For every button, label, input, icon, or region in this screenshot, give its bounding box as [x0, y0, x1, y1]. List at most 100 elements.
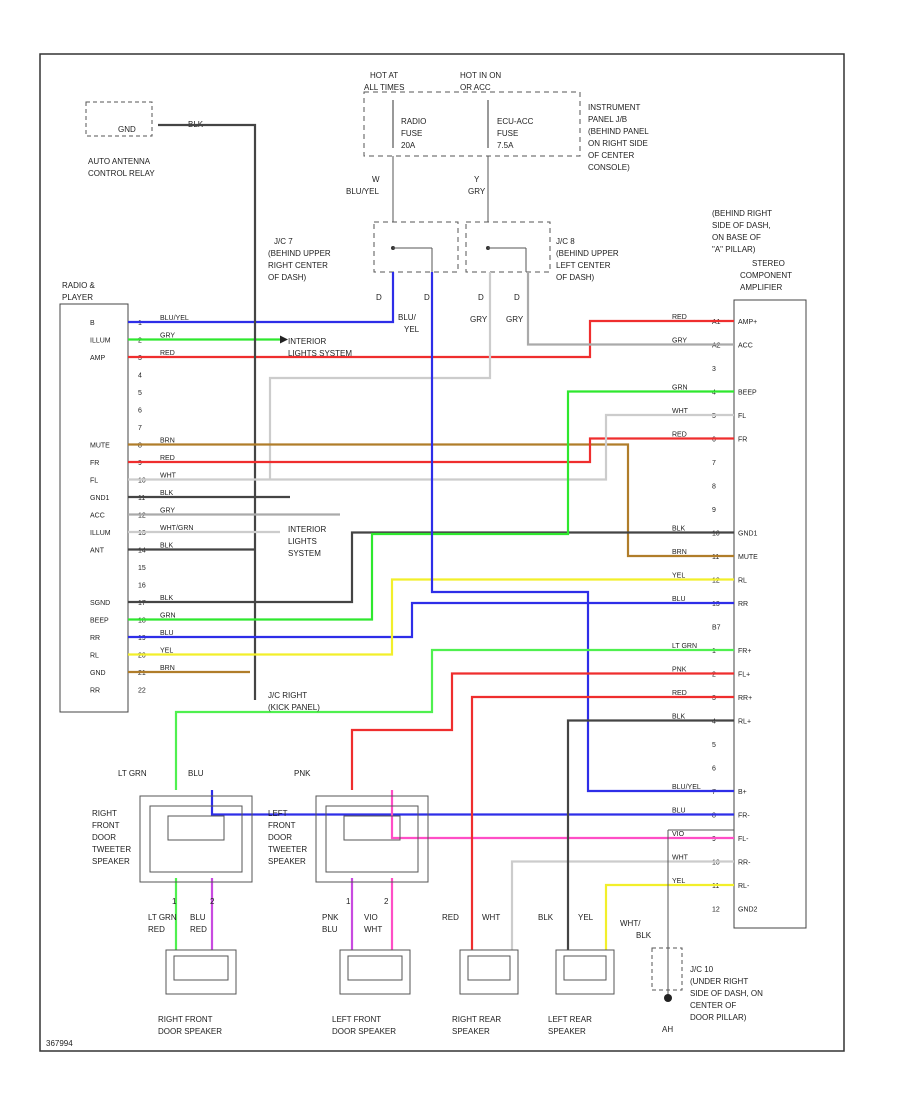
- svg-text:CONTROL RELAY: CONTROL RELAY: [88, 169, 155, 178]
- svg-text:BLU/YEL: BLU/YEL: [346, 187, 379, 196]
- speaker-name: DOOR SPEAKER: [332, 1027, 396, 1036]
- radio-wire-color-label: GRY: [160, 333, 175, 340]
- speaker-pin: 2: [384, 897, 389, 906]
- amp-wire-color-label: VIO: [672, 831, 685, 838]
- amp-pin-number: 12: [712, 578, 720, 585]
- svg-text:FUSE: FUSE: [401, 129, 422, 138]
- tweeter-wire-label: PNK: [294, 769, 311, 778]
- amp-pin-number: 4: [712, 390, 716, 397]
- radio-pin-label: AMP: [90, 355, 106, 362]
- amp-pin-label: FL-: [738, 836, 749, 843]
- radio-pin-label: RL: [90, 653, 99, 660]
- radio-wire-color-label: GRY: [160, 508, 175, 515]
- diagram-code: 367994: [46, 1039, 73, 1048]
- amp-pin-number: 9: [712, 836, 716, 843]
- radio-pin-number: 19: [138, 635, 146, 642]
- svg-text:Y: Y: [474, 175, 480, 184]
- radio-pin-number: 18: [138, 618, 146, 625]
- amp-wire-color-label: LT GRN: [672, 643, 697, 650]
- wire-rl-minus: [604, 883, 734, 950]
- svg-text:PLAYER: PLAYER: [62, 293, 93, 302]
- amp-wire-color-label: BLU: [672, 596, 686, 603]
- wire-mute: [128, 443, 734, 558]
- amp-pin-number: 2: [712, 672, 716, 679]
- svg-text:LIGHTS SYSTEM: LIGHTS SYSTEM: [288, 349, 352, 358]
- speaker-name: LEFT FRONT: [332, 1015, 381, 1024]
- speaker-name: SPEAKER: [548, 1027, 586, 1036]
- tweeter-wire-label: LT GRN: [118, 769, 147, 778]
- svg-text:(UNDER RIGHT: (UNDER RIGHT: [690, 977, 748, 986]
- amp-pin-label: AMP+: [738, 319, 757, 326]
- amp-pin-number: 1: [712, 648, 716, 655]
- svg-text:(BEHIND UPPER: (BEHIND UPPER: [556, 249, 619, 258]
- wire-radio-b: [128, 272, 395, 324]
- all-times-label: ALL TIMES: [364, 83, 404, 92]
- svg-text:YEL: YEL: [404, 325, 420, 334]
- radio-wire-color-label: GRN: [160, 613, 176, 620]
- speaker-wire-label: YEL: [578, 913, 594, 922]
- amp-pin-label: RL: [738, 578, 747, 585]
- amp-pin-number: 12: [712, 907, 720, 914]
- amp-wire-color-label: BLK: [672, 714, 686, 721]
- wire-fl-plus: [350, 672, 734, 790]
- junction-connectors: J/C 7 (BEHIND UPPER RIGHT CENTER OF DASH…: [268, 221, 619, 334]
- svg-text:OF DASH): OF DASH): [556, 273, 595, 282]
- speaker-name: DOOR SPEAKER: [158, 1027, 222, 1036]
- svg-text:SIDE OF DASH, ON: SIDE OF DASH, ON: [690, 989, 763, 998]
- radio-pin-label: FR: [90, 460, 99, 467]
- amp-wire-color-label: BLU: [672, 808, 686, 815]
- tweeter-name: FRONT: [268, 821, 296, 830]
- radio-wire-color-label: BLK: [160, 595, 174, 602]
- svg-text:(KICK PANEL): (KICK PANEL): [268, 703, 320, 712]
- amp-pin-label: MUTE: [738, 554, 758, 561]
- radio-wire-color-label: BRN: [160, 665, 175, 672]
- amp-wire-color-label: RED: [672, 432, 687, 439]
- hot-in-on-2-label: OR ACC: [460, 83, 491, 92]
- svg-text:GND: GND: [118, 125, 136, 134]
- tweeter-name: TWEETER: [92, 845, 131, 854]
- svg-text:AMPLIFIER: AMPLIFIER: [740, 283, 782, 292]
- radio-pin-number: 22: [138, 688, 146, 695]
- svg-text:D: D: [478, 293, 484, 302]
- speaker-wire-label: BLU: [322, 925, 338, 934]
- amp-title: STEREO: [752, 259, 785, 268]
- svg-text:BLK: BLK: [636, 931, 652, 940]
- amp-pin-number: 13: [712, 601, 720, 608]
- wire-fl: [128, 413, 734, 481]
- amp-pin-number: 3: [712, 366, 716, 373]
- svg-text:FUSE: FUSE: [497, 129, 518, 138]
- svg-text:J/C 8: J/C 8: [556, 237, 575, 246]
- radio-pin-label: MUTE: [90, 443, 110, 450]
- tweeter-name: RIGHT: [92, 809, 117, 818]
- svg-text:WHT/: WHT/: [620, 919, 641, 928]
- svg-text:ON BASE OF: ON BASE OF: [712, 233, 761, 242]
- wires: BLU/YELGRYREDBRNREDWHTBLKGRYWHT/GRNBLKBL…: [128, 123, 734, 950]
- wire-fr-plus: [174, 648, 734, 790]
- svg-text:(BEHIND RIGHT: (BEHIND RIGHT: [712, 209, 772, 218]
- radio-wire-color-label: BRN: [160, 438, 175, 445]
- radio-pin-label: B: [90, 320, 95, 327]
- svg-text:CONSOLE): CONSOLE): [588, 163, 630, 172]
- wire-rr-plus: [470, 695, 734, 950]
- interior-lights-labels: INTERIOR LIGHTS SYSTEM INTERIOR LIGHTS S…: [268, 337, 352, 712]
- amp-wire-color-label: PNK: [672, 667, 687, 674]
- radio-pin-label: FL: [90, 478, 98, 485]
- speaker-wire-label: WHT: [364, 925, 382, 934]
- speaker-pin: 1: [172, 897, 177, 906]
- svg-text:7.5A: 7.5A: [497, 141, 514, 150]
- speaker-wire-label: WHT: [482, 913, 500, 922]
- svg-text:(BEHIND UPPER: (BEHIND UPPER: [268, 249, 331, 258]
- radio-wire-color-label: BLU: [160, 630, 174, 637]
- arrow-interior-lights: [280, 335, 288, 344]
- amp-pin-number: 7: [712, 460, 716, 467]
- wire-rl-plus: [566, 719, 734, 950]
- radio-pin-label: SGND: [90, 600, 110, 607]
- radio-pin-label: RR: [90, 635, 100, 642]
- amp-pin-label: B+: [738, 789, 747, 796]
- svg-text:GRY: GRY: [506, 315, 524, 324]
- speaker-name: SPEAKER: [452, 1027, 490, 1036]
